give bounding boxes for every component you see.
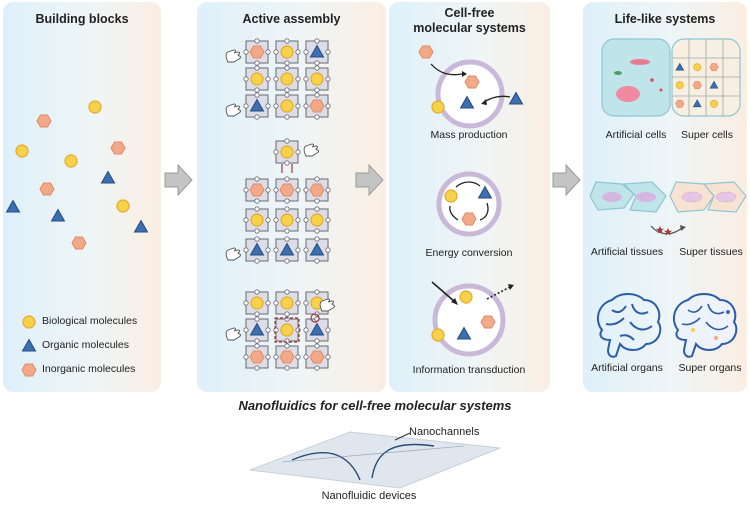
cell-free-title-line2: molecular systems (413, 21, 526, 35)
legend-bio-icon (22, 315, 36, 329)
main-title: Nanofluidics for cell-free molecular sys… (238, 398, 512, 413)
cell-free-title-line1: Cell-free (444, 6, 495, 20)
super-organ-brain (672, 293, 738, 358)
label-super-cells: Super cells (681, 129, 733, 141)
label-artificial-cells: Artificial cells (605, 129, 667, 141)
mass-production-vesicle (418, 45, 523, 129)
label-super-organs: Super organs (678, 362, 742, 374)
scattered-molecules (6, 100, 148, 250)
building-blocks-title: Building blocks (35, 12, 129, 26)
assembly-grid-3 (225, 289, 335, 371)
super-cell (671, 38, 741, 117)
legend-inorganic-icon (21, 363, 37, 377)
label-artificial-tissues: Artificial tissues (590, 246, 664, 258)
artificial-organ-brain (596, 293, 662, 358)
label-artificial-organs: Artificial organs (591, 362, 663, 374)
super-tissue (669, 181, 747, 213)
legend-label-inorganic: Inorganic molecules (42, 363, 136, 375)
legend-organic-icon (22, 339, 36, 352)
label-super-tissues: Super tissues (679, 246, 743, 258)
legend-label-organic: Organic molecules (42, 339, 129, 351)
assembly-grid-1 (225, 38, 331, 120)
label-energy-conversion: Energy conversion (425, 247, 513, 259)
label-nanofluidic-devices: Nanofluidic devices (321, 490, 417, 502)
nanofluidic-chip (249, 431, 501, 489)
artificial-cell (601, 38, 671, 117)
label-information-transduction: Information transduction (412, 364, 526, 376)
life-like-title: Life-like systems (614, 12, 716, 26)
information-transduction-vesicle (431, 281, 514, 357)
active-assembly-title: Active assembly (242, 12, 341, 26)
legend-label-bio: Biological molecules (42, 315, 138, 327)
assembly-grid-2 (225, 138, 331, 264)
molecule-legend (21, 315, 37, 377)
label-nanochannels: Nanochannels (409, 426, 480, 438)
energy-conversion-vesicle (436, 171, 502, 237)
artificial-tissue (589, 181, 686, 236)
label-mass-production: Mass production (430, 129, 508, 141)
flow-arrows (164, 163, 581, 197)
